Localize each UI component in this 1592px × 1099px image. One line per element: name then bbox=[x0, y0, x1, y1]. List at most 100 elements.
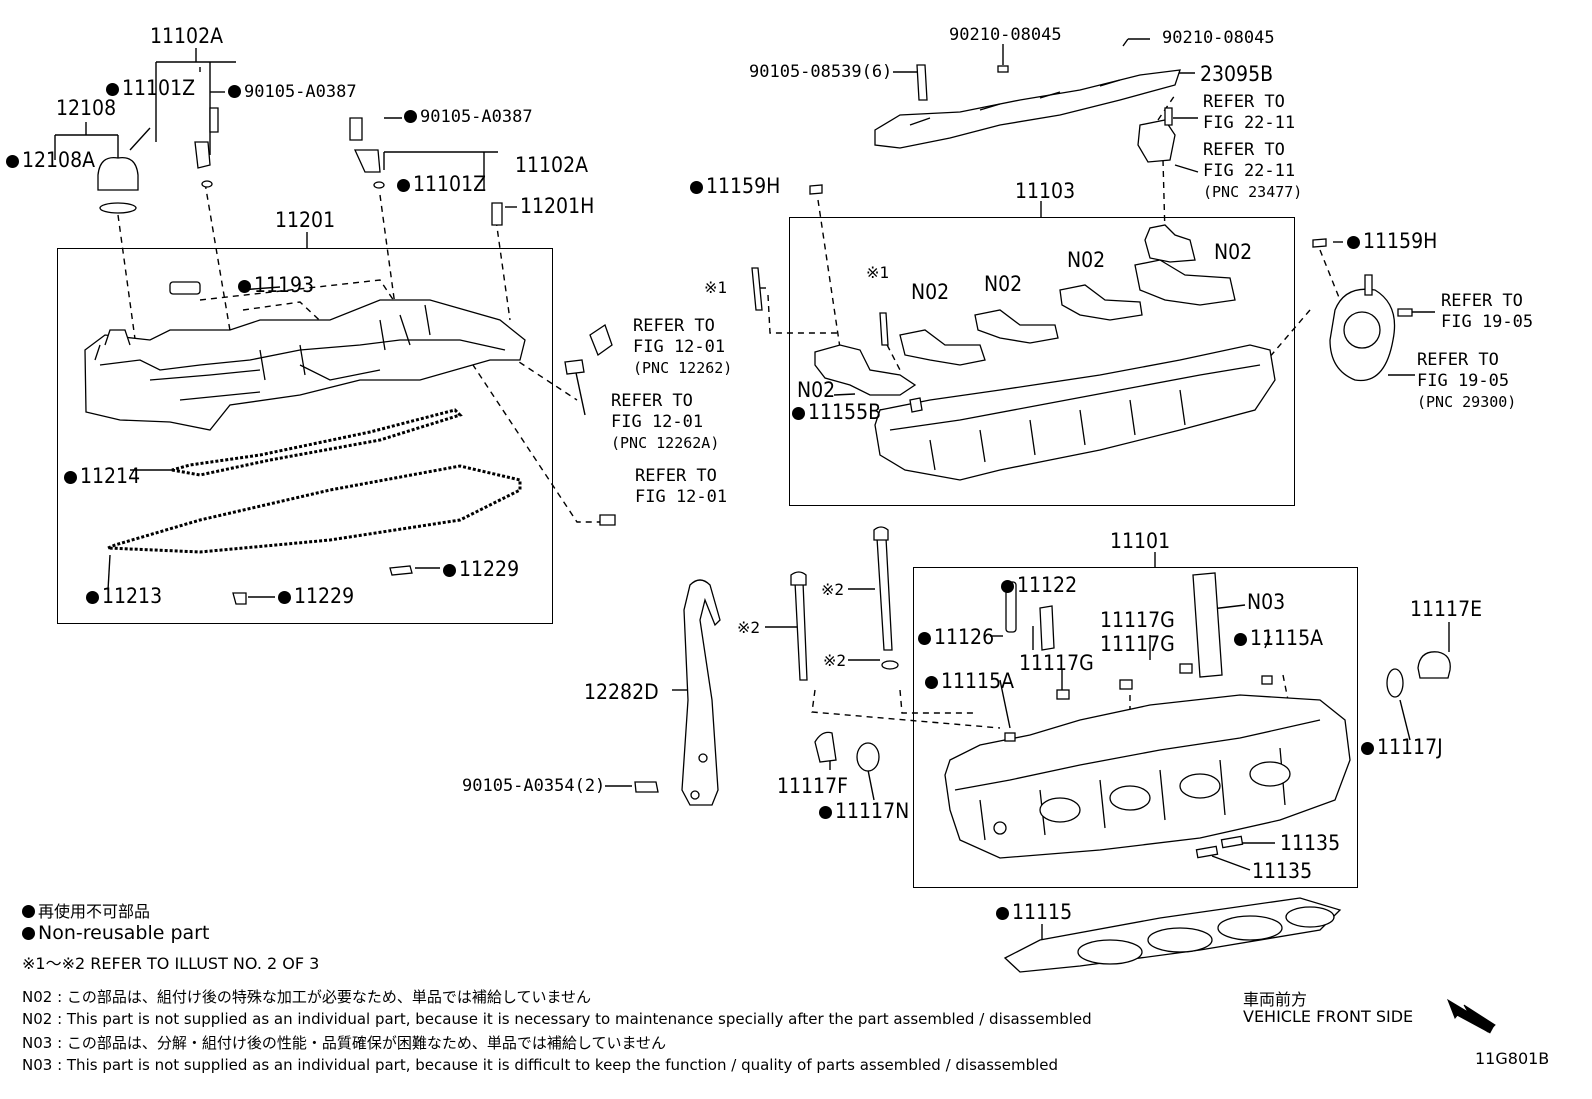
part-label-11117G-a[interactable]: 11117G bbox=[1100, 608, 1175, 632]
part-label-11201H[interactable]: 11201H bbox=[520, 194, 595, 218]
part-label-11117N[interactable]: 11117N bbox=[819, 801, 909, 822]
part-label-12108A[interactable]: 12108A bbox=[6, 150, 95, 171]
part-label-90105-A0387-b[interactable]: 90105-A0387 bbox=[404, 109, 533, 126]
part-label-11135-b[interactable]: 11135 bbox=[1252, 859, 1313, 883]
refer-line: REFER TO bbox=[1203, 92, 1285, 112]
part-label-11159H-b[interactable]: 11159H bbox=[1347, 231, 1437, 252]
refer-pnc: (PNC 23477) bbox=[1203, 183, 1303, 201]
part-label-23095B[interactable]: 23095B bbox=[1200, 62, 1274, 86]
part-number: 11159H bbox=[1363, 229, 1438, 253]
note-x2-b: ※2 bbox=[737, 618, 761, 637]
note-x2-c: ※2 bbox=[823, 651, 847, 670]
refer-fig-12-01-b[interactable]: REFER TO FIG 12-01 (PNC 12262A) bbox=[611, 391, 719, 454]
part-label-90210-08045-b[interactable]: 90210-08045 bbox=[1162, 28, 1275, 48]
cover-group-frame bbox=[57, 248, 553, 624]
part-label-11101Z-mid[interactable]: 11101Z bbox=[397, 174, 486, 195]
part-label-11117F[interactable]: 11117F bbox=[777, 774, 848, 798]
refer-fig-19-05-a[interactable]: REFER TO FIG 19-05 bbox=[1441, 291, 1533, 333]
front-label-jp: 車両前方 bbox=[1243, 990, 1308, 1009]
note-x2-a: ※2 bbox=[821, 580, 845, 599]
refer-line: REFER TO bbox=[1417, 350, 1499, 370]
part-label-11103[interactable]: 11103 bbox=[1015, 179, 1076, 203]
part-label-11213[interactable]: 11213 bbox=[86, 586, 162, 607]
part-number: 11193 bbox=[254, 273, 315, 297]
part-label-11117G-c[interactable]: 11117G bbox=[1019, 651, 1094, 675]
part-label-11101Z[interactable]: 11101Z bbox=[106, 78, 195, 99]
part-label-11229-a[interactable]: 11229 bbox=[443, 559, 519, 580]
refer-line: FIG 12-01 bbox=[611, 412, 704, 432]
legend-nonreusable-jp: 再使用不可部品 bbox=[22, 898, 150, 922]
part-label-90105-08539[interactable]: 90105-08539(6) bbox=[749, 62, 893, 82]
part-number: 11122 bbox=[1017, 573, 1078, 597]
note-n03-jp: N03 : この部品は、分解・組付け後の性能・品質確保が困難なため、単品では補給… bbox=[22, 1034, 667, 1052]
note-n02-jp: N02 : この部品は、組付け後の特殊な加工が必要なため、単品では補給していませ… bbox=[22, 988, 592, 1006]
figure-code: 11G801B bbox=[1475, 1049, 1550, 1068]
part-number: 11159H bbox=[706, 174, 781, 198]
refer-line: FIG 19-05 bbox=[1417, 371, 1510, 391]
part-label-11214[interactable]: 11214 bbox=[64, 466, 140, 487]
part-number: 11126 bbox=[934, 625, 995, 649]
refer-line: FIG 22-11 bbox=[1203, 161, 1296, 181]
refer-line: REFER TO bbox=[635, 466, 717, 486]
refer-line: REFER TO bbox=[1203, 140, 1285, 160]
refer-pnc: (PNC 12262A) bbox=[611, 434, 720, 452]
part-number: 11115A bbox=[941, 669, 1015, 693]
note-x1-b: ※1 bbox=[866, 263, 890, 282]
refer-pnc: (PNC 12262) bbox=[633, 359, 733, 377]
refer-fig-12-01-a[interactable]: REFER TO FIG 12-01 (PNC 12262) bbox=[633, 316, 732, 379]
part-number: 11155B bbox=[808, 400, 882, 424]
part-number: 11117N bbox=[835, 799, 910, 823]
label-n03: N03 bbox=[1247, 590, 1286, 614]
part-number: 11229 bbox=[459, 557, 520, 581]
refer-line: FIG 22-11 bbox=[1203, 113, 1296, 133]
part-label-12108[interactable]: 12108 bbox=[56, 96, 117, 120]
legend-text: Non-reusable part bbox=[38, 922, 210, 944]
legend-refer-illust: ※1〜※2 REFER TO ILLUST NO. 2 OF 3 bbox=[22, 954, 320, 973]
part-label-11201[interactable]: 11201 bbox=[275, 208, 336, 232]
refer-line: REFER TO bbox=[1441, 291, 1523, 311]
refer-line: FIG 12-01 bbox=[635, 487, 728, 507]
note-x1-a: ※1 bbox=[704, 278, 728, 297]
part-label-11122[interactable]: 11122 bbox=[1001, 575, 1077, 596]
part-number: 11115 bbox=[1012, 900, 1073, 924]
legend-text: 再使用不可部品 bbox=[38, 902, 151, 921]
part-label-11193[interactable]: 11193 bbox=[238, 275, 314, 296]
part-label-11102A[interactable]: 11102A bbox=[150, 24, 224, 48]
part-label-90105-A0354[interactable]: 90105-A0354(2) bbox=[462, 776, 606, 796]
part-number: 11115A bbox=[1250, 626, 1324, 650]
label-n02-e: N02 bbox=[797, 378, 836, 402]
part-label-11229-b[interactable]: 11229 bbox=[278, 586, 354, 607]
label-n02-c: N02 bbox=[1067, 248, 1106, 272]
part-label-11115A-a[interactable]: 11115A bbox=[1234, 628, 1323, 649]
refer-fig-22-11-a[interactable]: REFER TO FIG 22-11 bbox=[1203, 92, 1295, 134]
part-label-11115A-b[interactable]: 11115A bbox=[925, 671, 1014, 692]
part-label-90210-08045-a[interactable]: 90210-08045 bbox=[949, 25, 1062, 45]
refer-fig-19-05-b[interactable]: REFER TO FIG 19-05 (PNC 29300) bbox=[1417, 350, 1516, 413]
refer-fig-22-11-b[interactable]: REFER TO FIG 22-11 (PNC 23477) bbox=[1203, 140, 1302, 203]
part-number: 11214 bbox=[80, 464, 141, 488]
part-label-11102A-mid[interactable]: 11102A bbox=[515, 153, 589, 177]
part-label-11126[interactable]: 11126 bbox=[918, 627, 994, 648]
part-label-11117J[interactable]: 11117J bbox=[1361, 737, 1443, 758]
part-label-11115[interactable]: 11115 bbox=[996, 902, 1072, 923]
part-number: 11229 bbox=[294, 584, 355, 608]
label-n02-b: N02 bbox=[984, 272, 1023, 296]
part-label-11101[interactable]: 11101 bbox=[1110, 529, 1171, 553]
legend-nonreusable-en: Non-reusable part bbox=[22, 922, 209, 944]
part-number: 90105-A0387 bbox=[420, 107, 533, 127]
part-number: 90105-A0387 bbox=[244, 82, 357, 102]
part-label-11117E[interactable]: 11117E bbox=[1410, 597, 1483, 621]
part-label-90105-A0387[interactable]: 90105-A0387 bbox=[228, 84, 357, 101]
part-label-11117G-b[interactable]: 11117G bbox=[1100, 632, 1175, 656]
part-label-11155B[interactable]: 11155B bbox=[792, 402, 881, 423]
refer-line: REFER TO bbox=[611, 391, 693, 411]
part-label-11135-a[interactable]: 11135 bbox=[1280, 831, 1341, 855]
part-label-12282D[interactable]: 12282D bbox=[584, 680, 659, 704]
refer-pnc: (PNC 29300) bbox=[1417, 393, 1517, 411]
refer-fig-12-01-c[interactable]: REFER TO FIG 12-01 bbox=[635, 466, 727, 508]
front-label-en: VEHICLE FRONT SIDE bbox=[1243, 1007, 1414, 1026]
part-label-11159H-a[interactable]: 11159H bbox=[690, 176, 780, 197]
refer-line: FIG 12-01 bbox=[633, 337, 726, 357]
cylinder-head-group-frame bbox=[913, 567, 1358, 888]
